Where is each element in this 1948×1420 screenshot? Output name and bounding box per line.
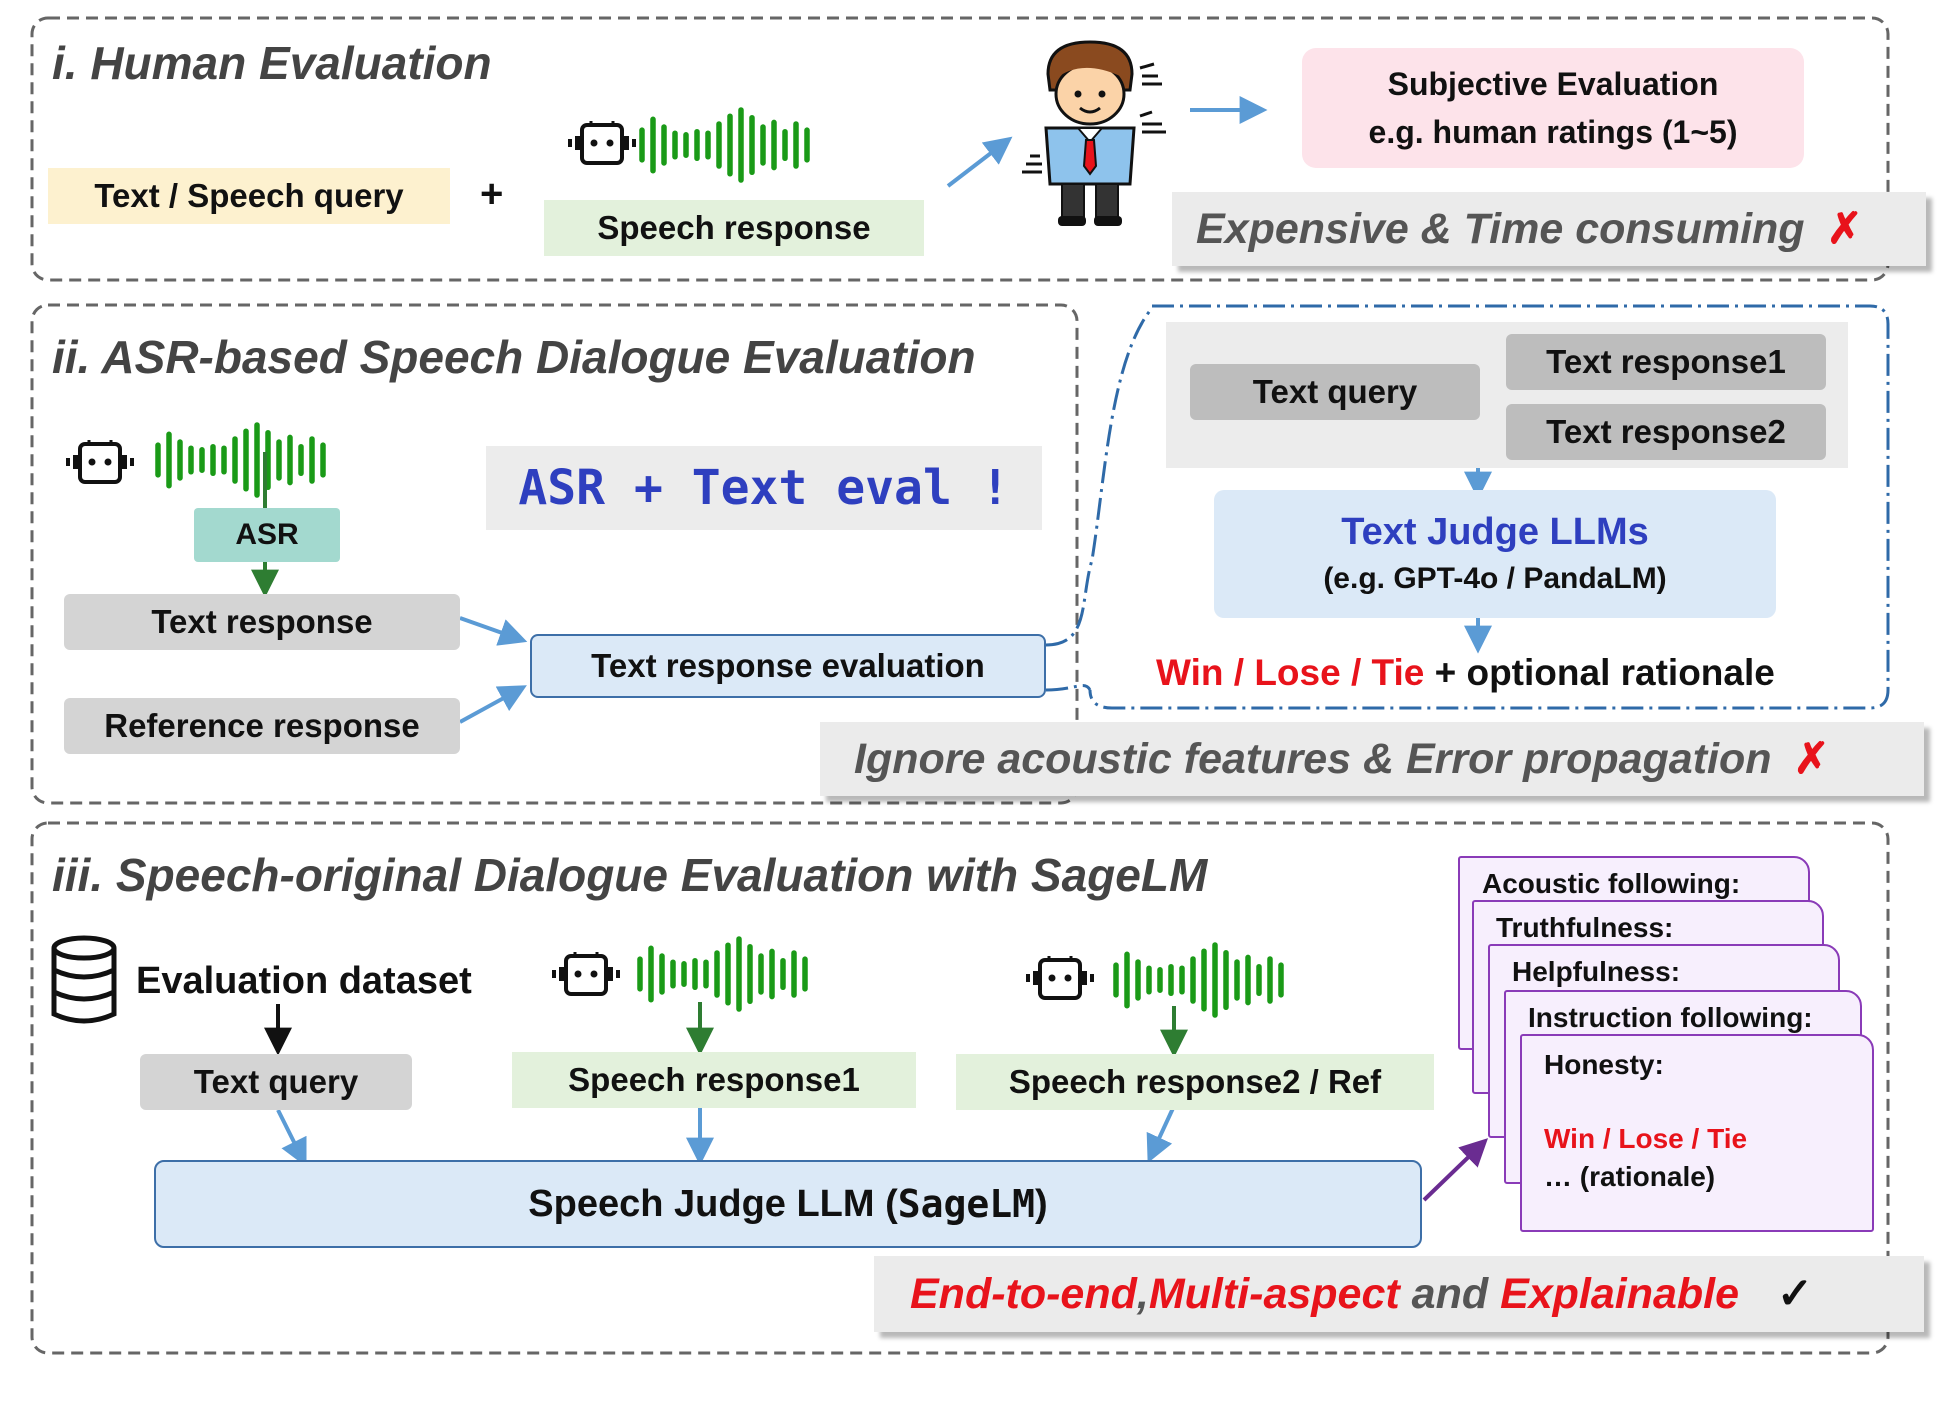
subjective-title: Subjective Evaluation bbox=[1387, 66, 1719, 102]
subjective-evaluation-box: Subjective Evaluation e.g. human ratings… bbox=[1302, 48, 1804, 168]
text-judge-outcome: Win / Lose / Tie + optional rationale bbox=[1156, 652, 1775, 694]
sagelm-verdict: End-to-end, Multi-aspect and Explainable… bbox=[874, 1256, 1924, 1332]
verdict-separator: and bbox=[1399, 1269, 1501, 1318]
aspect-label: Honesty: bbox=[1544, 1049, 1664, 1080]
sound-wave-icon bbox=[639, 107, 810, 183]
verdict-end-to-end: End-to-end bbox=[910, 1269, 1137, 1318]
check-icon: ✓ bbox=[1777, 1270, 1814, 1318]
section-human-frame bbox=[30, 16, 1890, 282]
section-asr-frame bbox=[30, 303, 1079, 805]
zoom-connector bbox=[1045, 307, 1154, 647]
asr-text-eval-note: ASR + Text eval ! bbox=[486, 446, 1042, 530]
speech-response-box: Speech response bbox=[544, 200, 924, 256]
text-judge-query-box: Text query bbox=[1190, 364, 1480, 420]
text-response-evaluation-box: Text response evaluation bbox=[530, 634, 1046, 698]
text-response1-box: Text response1 bbox=[1506, 334, 1826, 390]
arrow-speech2-to-judge bbox=[1146, 1105, 1176, 1164]
verdict-multi-aspect: Multi-aspect bbox=[1148, 1269, 1400, 1318]
aspect-label: Acoustic following: bbox=[1482, 868, 1741, 899]
text-judge-llms-box: Text Judge LLMs (e.g. GPT-4o / PandaLM) bbox=[1214, 490, 1776, 618]
subjective-example: e.g. human ratings (1~5) bbox=[1368, 114, 1738, 150]
robot-icon bbox=[1024, 954, 1096, 1000]
section-sagelm-title: iii. Speech-original Dialogue Evaluation… bbox=[52, 849, 1208, 901]
asr-box: ASR bbox=[194, 508, 340, 562]
text-judge-llms-title: Text Judge LLMs bbox=[1341, 511, 1649, 554]
arrow-to-human bbox=[946, 136, 1013, 188]
sound-wave-icon bbox=[155, 422, 326, 498]
aspect-label: Helpfulness: bbox=[1512, 956, 1681, 987]
verdict-separator: , bbox=[1136, 1269, 1149, 1318]
cross-icon: ✗ bbox=[1826, 205, 1863, 253]
plus-sign: + bbox=[480, 172, 504, 216]
asr-verdict: Ignore acoustic features & Error propaga… bbox=[820, 722, 1924, 796]
section-human-title: i. Human Evaluation bbox=[52, 37, 492, 89]
arrow-judge-to-cards bbox=[1422, 1138, 1489, 1202]
aspect-label: Truthfulness: bbox=[1496, 912, 1674, 943]
reference-response-box: Reference response bbox=[64, 698, 460, 754]
sagelm-name: SageLM bbox=[897, 1182, 1036, 1226]
text-response2-box: Text response2 bbox=[1506, 404, 1826, 460]
text-judge-llms-example: (e.g. GPT-4o / PandaLM) bbox=[1323, 561, 1667, 595]
sagelm-text-query-box: Text query bbox=[140, 1054, 412, 1110]
sound-wave-icon bbox=[1113, 942, 1284, 1018]
arrow-query-to-judge bbox=[276, 1109, 307, 1168]
arrow-reference-to-eval bbox=[459, 685, 527, 724]
arrow-text-response-to-eval bbox=[459, 616, 528, 646]
database-icon bbox=[51, 935, 117, 1024]
section-asr-title: ii. ASR-based Speech Dialogue Evaluation bbox=[52, 331, 976, 383]
human-verdict-text: Expensive & Time consuming bbox=[1196, 204, 1805, 253]
win-lose-tie-label: Win / Lose / Tie bbox=[1156, 652, 1425, 693]
asr-verdict-text: Ignore acoustic features & Error propaga… bbox=[854, 734, 1772, 783]
speech-judge-llm-box: Speech Judge LLM (SageLM) bbox=[154, 1160, 1422, 1248]
human-verdict: Expensive & Time consuming ✗ bbox=[1172, 192, 1926, 266]
robot-icon bbox=[550, 950, 622, 996]
text-judge-zoom-frame bbox=[1088, 304, 1890, 710]
speech-response1-box: Speech response1 bbox=[512, 1052, 916, 1108]
robot-icon bbox=[64, 438, 136, 484]
card-outcome: Win / Lose / Tie bbox=[1544, 1122, 1748, 1154]
optional-rationale-label: + optional rationale bbox=[1424, 652, 1775, 693]
cross-icon: ✗ bbox=[1793, 735, 1830, 783]
sound-wave-icon bbox=[637, 936, 808, 1012]
verdict-explainable: Explainable bbox=[1500, 1269, 1740, 1318]
aspect-label: Instruction following: bbox=[1528, 1002, 1813, 1033]
aspect-card-honesty: Honesty: Win / Lose / Tie … (rationale) bbox=[1520, 1034, 1874, 1232]
card-rationale: … (rationale) bbox=[1544, 1160, 1716, 1192]
robot-icon bbox=[566, 119, 638, 165]
section-sagelm-frame bbox=[30, 821, 1890, 1355]
text-response-box: Text response bbox=[64, 594, 460, 650]
speech-judge-suffix: ) bbox=[1035, 1182, 1048, 1225]
evaluation-dataset-label: Evaluation dataset bbox=[136, 960, 472, 1002]
speech-response2-box: Speech response2 / Ref bbox=[956, 1054, 1434, 1110]
speech-judge-prefix: Speech Judge LLM ( bbox=[528, 1182, 898, 1225]
person-icon bbox=[1022, 40, 1166, 226]
query-box: Text / Speech query bbox=[48, 168, 450, 224]
zoom-connector-lower bbox=[1045, 684, 1092, 692]
